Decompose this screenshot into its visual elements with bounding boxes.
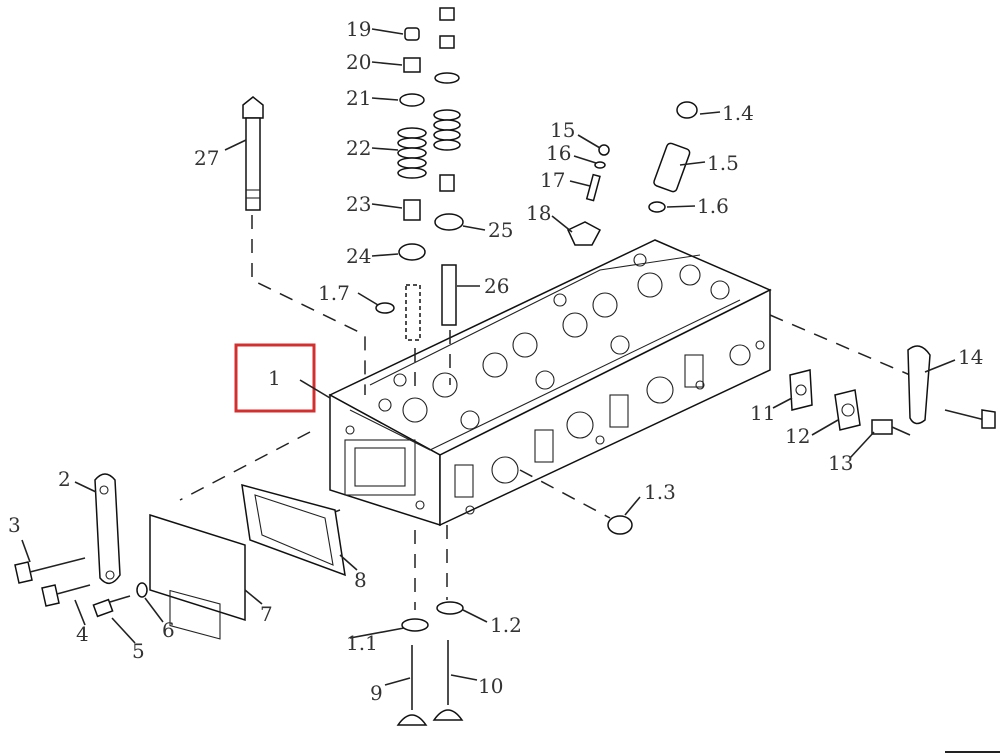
label-part-13: 13 (828, 451, 853, 475)
label-part-8: 8 (354, 568, 367, 592)
plug-ring[interactable] (607, 515, 633, 535)
label-part-4: 4 (76, 622, 89, 646)
rocker-parts[interactable] (567, 144, 610, 246)
label-part-1: 1 (268, 366, 281, 390)
label-part-1-5: 1.5 (707, 151, 739, 175)
long-bolt[interactable] (242, 96, 264, 211)
label-part-14: 14 (958, 345, 983, 369)
selection-highlight (234, 343, 316, 413)
gasket[interactable] (241, 483, 346, 577)
label-part-23: 23 (346, 192, 371, 216)
label-part-1-6: 1.6 (697, 194, 729, 218)
label-part-7: 7 (260, 602, 273, 626)
label-part-1-1: 1.1 (346, 631, 378, 655)
label-part-1-2: 1.2 (490, 613, 522, 637)
bolts-left[interactable] (14, 557, 148, 618)
label-part-11: 11 (750, 401, 775, 425)
label-part-16: 16 (546, 141, 571, 165)
label-part-5: 5 (132, 639, 145, 663)
label-part-25: 25 (488, 218, 513, 242)
label-part-27: 27 (194, 146, 219, 170)
label-part-12: 12 (785, 424, 810, 448)
label-part-2: 2 (58, 467, 71, 491)
valve-stack-left[interactable] (397, 27, 427, 341)
label-part-17: 17 (540, 168, 565, 192)
label-part-9: 9 (370, 681, 383, 705)
right-side-parts[interactable] (789, 345, 996, 436)
label-part-19: 19 (346, 17, 371, 41)
label-part-26: 26 (484, 274, 509, 298)
label-part-1-3: 1.3 (644, 480, 676, 504)
label-part-20: 20 (346, 50, 371, 74)
label-part-3: 3 (8, 513, 21, 537)
part-labels: 19 20 21 22 23 24 25 26 1.7 27 15 16 17 … (8, 17, 983, 705)
label-part-24: 24 (346, 244, 371, 268)
assembly-lines (179, 215, 911, 610)
valve-seal-cap[interactable] (375, 302, 395, 314)
label-part-10: 10 (478, 674, 503, 698)
lifting-bracket-left[interactable] (94, 473, 121, 584)
label-part-18: 18 (526, 201, 551, 225)
label-part-15: 15 (550, 118, 575, 142)
valve-stack-right[interactable] (433, 7, 464, 326)
cylinder-head[interactable] (328, 239, 772, 527)
valves[interactable] (396, 601, 464, 726)
label-part-1-7: 1.7 (318, 281, 350, 305)
label-part-21: 21 (346, 86, 371, 110)
cover-plate[interactable] (149, 513, 246, 640)
label-part-6: 6 (162, 618, 175, 642)
label-part-1-4: 1.4 (722, 101, 754, 125)
label-part-22: 22 (346, 136, 371, 160)
injector-sleeve[interactable] (648, 101, 698, 213)
leader-lines (21, 28, 956, 686)
